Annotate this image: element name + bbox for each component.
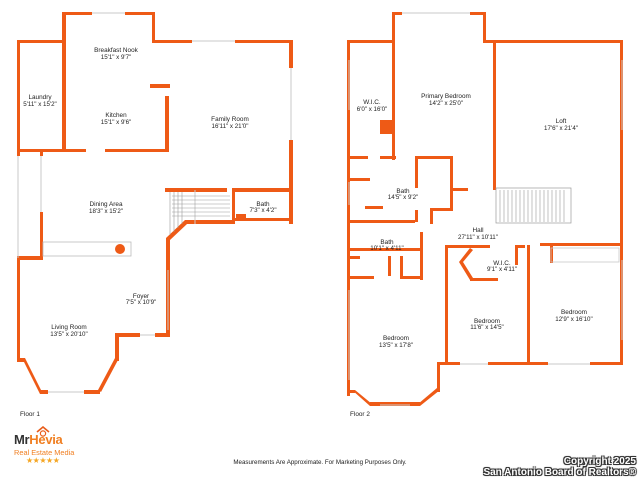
room-bath1-dim: 14'5" x 9'2" [388,194,419,201]
rating-stars-icon: ★★★★★ [26,456,60,465]
room-bath-dim: 7'3" x 4'2" [249,207,276,214]
room-bedroom-b-name: Bedroom [474,318,500,325]
floor2-walls [347,12,623,406]
room-bath2-dim: 10'1" x 4'11" [370,245,403,252]
room-bath1-name: Bath [396,188,410,195]
floor2-stairs [495,187,572,224]
room-foyer-dim: 7'5" x 10'9" [126,299,157,306]
room-bath-name: Bath [256,201,270,208]
room-foyer-name: Foyer [133,293,150,300]
room-dining-dim: 18'3" x 15'2" [89,208,123,215]
logo-name: MrHevia [14,432,63,447]
brand-logo: MrHevia Real Estate Media ★★★★★ [12,426,92,470]
room-laundry-name: Laundry [28,94,52,101]
floor1-label: Floor 1 [20,411,40,418]
logo-subtitle: Real Estate Media [14,448,75,457]
room-bedroom-a-dim: 13'5" x 17'8" [379,342,413,349]
room-hall-name: Hall [472,227,483,234]
room-bedroom-a-name: Bedroom [383,335,409,342]
copyright-watermark: Copyright 2025 San Antonio Board of Real… [483,456,636,478]
floor1-stairs [169,192,230,235]
room-family-name: Family Room [211,116,249,123]
room-living-dim: 13'5" x 20'10" [50,331,87,338]
room-kitchen-name: Kitchen [105,112,127,119]
house-icon [36,426,50,437]
logo-name-part1: Mr [14,432,30,447]
room-primary-name: Primary Bedroom [421,93,471,100]
room-breakfast-nook-name: Breakfast Nook [94,47,138,54]
floor2-labels: W.I.C. 6'0" x 16'0" Primary Bedroom 14'2… [350,93,593,418]
room-family-dim: 16'11" x 21'0" [212,123,249,130]
room-laundry-dim: 5'11" x 15'2" [23,101,56,108]
floor1-walls [17,12,293,394]
disclaimer-text: Measurements Are Approximate. For Market… [233,459,407,466]
room-primary-dim: 14'2" x 25'0" [429,100,463,107]
floor1-windows [17,12,292,393]
room-bedroom-b-dim: 11'6" x 14'5" [470,324,503,331]
floor1-labels: Breakfast Nook 15'1" x 9'7" Laundry 5'11… [20,47,277,418]
room-wic1-name: W.I.C. [363,99,381,106]
room-breakfast-nook-dim: 15'1" x 9'7" [101,54,132,61]
room-bedroom-c-dim: 12'9" x 16'10" [555,316,592,323]
copyright-line-1: Copyright 2025 [563,456,636,467]
copyright-line-2: San Antonio Board of Realtors® [483,467,636,478]
logo-name-part2: Hevia [29,432,63,447]
room-bedroom-c-name: Bedroom [561,309,587,316]
room-bath2-name: Bath [380,239,394,246]
floor2-windows [348,12,623,406]
room-wic1-dim: 6'0" x 16'0" [357,106,388,113]
room-dining-name: Dining Area [89,201,122,208]
room-wic2-dim: 9'1" x 4'11" [487,266,517,273]
room-loft-name: Loft [556,118,567,125]
room-kitchen-dim: 15'1" x 9'6" [101,119,132,126]
room-hall-dim: 27'11" x 10'11" [458,234,498,241]
room-loft-dim: 17'6" x 21'4" [544,125,578,132]
room-wic2-name: W.I.C. [493,260,511,267]
room-living-name: Living Room [51,324,87,331]
floor2-label: Floor 2 [350,411,370,418]
